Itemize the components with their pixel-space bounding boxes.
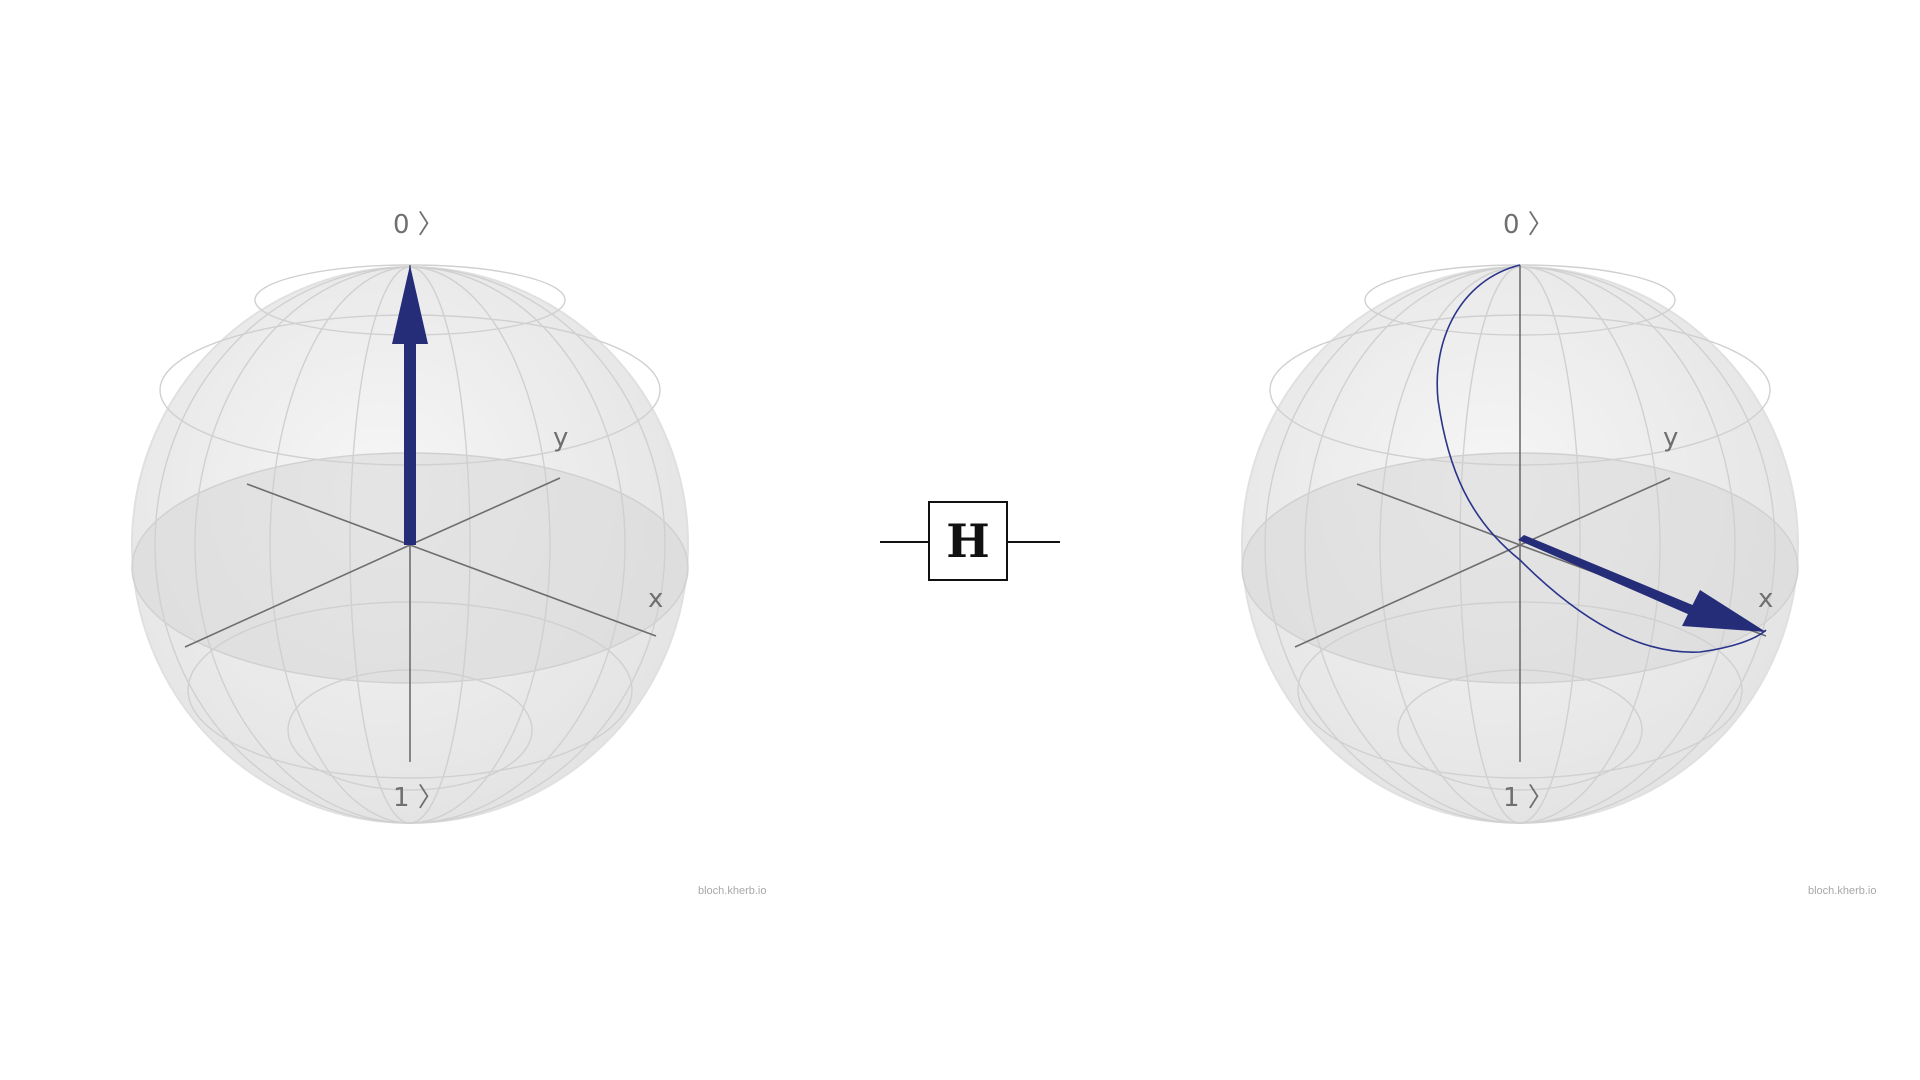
x-axis-label: x xyxy=(1758,584,1774,614)
ket-one-label: 1 〉 xyxy=(393,783,444,813)
watermark[interactable]: bloch.kherb.io xyxy=(1808,885,1877,897)
state-vector-arrow xyxy=(392,265,428,545)
gate-box: H xyxy=(928,501,1008,581)
hadamard-gate: H xyxy=(880,500,1060,585)
trajectory-arc xyxy=(1436,264,1767,653)
state-vector-arrow xyxy=(1518,535,1766,632)
x-axis-label: x xyxy=(648,584,664,614)
bloch-sphere-final: 0 〉 1 〉 y x bloch.kherb.io xyxy=(1170,0,1877,1080)
bloch-sphere-initial: 0 〉 1 〉 y x bloch.kherb.io xyxy=(60,0,767,1080)
watermark[interactable]: bloch.kherb.io xyxy=(698,885,767,897)
y-axis-label: y xyxy=(1663,423,1679,453)
bloch-sphere-graphic xyxy=(131,264,689,824)
ket-one-label: 1 〉 xyxy=(1503,783,1554,813)
ket-zero-label: 0 〉 xyxy=(393,210,444,240)
bloch-sphere-graphic xyxy=(1241,264,1799,824)
y-axis-label: y xyxy=(553,423,569,453)
gate-label: H xyxy=(946,514,990,568)
ket-zero-label: 0 〉 xyxy=(1503,210,1554,240)
